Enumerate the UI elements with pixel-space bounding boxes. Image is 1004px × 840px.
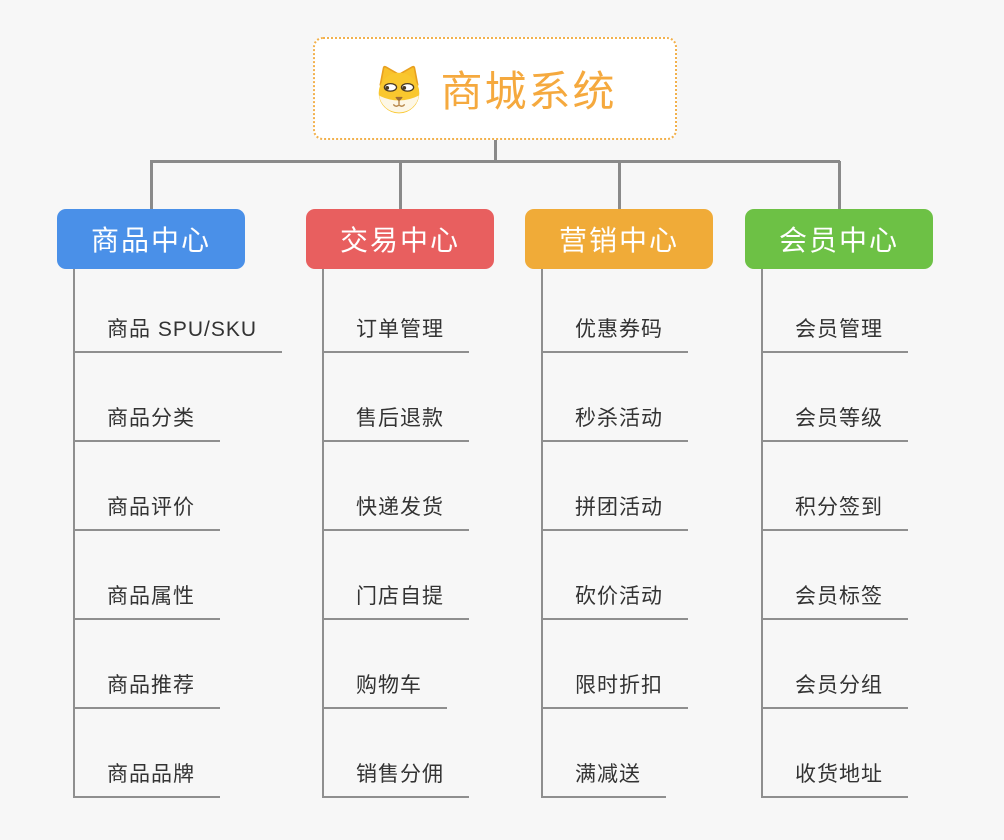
connector-branch-stub bbox=[398, 161, 402, 209]
leaf-node[interactable]: 优惠券码 bbox=[543, 315, 688, 353]
branch-node-marketing-center[interactable]: 营销中心 bbox=[525, 209, 713, 269]
connector-root-stub bbox=[493, 139, 497, 162]
leaf-node[interactable]: 商品评价 bbox=[75, 493, 220, 531]
leaf-node[interactable]: 商品推荐 bbox=[75, 671, 220, 709]
leaf-node[interactable]: 商品分类 bbox=[75, 404, 220, 442]
branch-node-product-center[interactable]: 商品中心 bbox=[57, 209, 245, 269]
leaf-node[interactable]: 会员等级 bbox=[763, 404, 908, 442]
leaf-node[interactable]: 收货地址 bbox=[763, 760, 908, 798]
leaf-node[interactable]: 会员管理 bbox=[763, 315, 908, 353]
leaf-node[interactable]: 满减送 bbox=[543, 760, 666, 798]
leaf-node[interactable]: 快递发货 bbox=[324, 493, 469, 531]
branch-children-product-center: 商品 SPU/SKU 商品分类 商品评价 商品属性 商品推荐 商品品牌 bbox=[73, 269, 283, 798]
root-title: 商城系统 bbox=[440, 68, 617, 115]
branch-children-member-center: 会员管理 会员等级 积分签到 会员标签 会员分组 收货地址 bbox=[761, 269, 908, 798]
leaf-node[interactable]: 积分签到 bbox=[763, 493, 908, 531]
leaf-node[interactable]: 订单管理 bbox=[324, 315, 469, 353]
leaf-node[interactable]: 商品品牌 bbox=[75, 760, 220, 798]
shiba-dog-icon bbox=[373, 63, 425, 115]
branch-node-trade-center[interactable]: 交易中心 bbox=[306, 209, 494, 269]
leaf-node[interactable]: 拼团活动 bbox=[543, 493, 688, 531]
leaf-node[interactable]: 秒杀活动 bbox=[543, 404, 688, 442]
connector-horizontal-bus bbox=[149, 160, 840, 163]
leaf-node[interactable]: 门店自提 bbox=[324, 582, 469, 620]
leaf-node[interactable]: 砍价活动 bbox=[543, 582, 688, 620]
branch-children-trade-center: 订单管理 售后退款 快递发货 门店自提 购物车 销售分佣 bbox=[322, 269, 469, 798]
connector-branch-stub bbox=[149, 161, 153, 209]
leaf-node[interactable]: 限时折扣 bbox=[543, 671, 688, 709]
leaf-node[interactable]: 售后退款 bbox=[324, 404, 469, 442]
connector-branch-stub bbox=[837, 161, 841, 209]
leaf-node[interactable]: 购物车 bbox=[324, 671, 447, 709]
leaf-node[interactable]: 会员分组 bbox=[763, 671, 908, 709]
branch-node-member-center[interactable]: 会员中心 bbox=[745, 209, 933, 269]
leaf-node[interactable]: 商品属性 bbox=[75, 582, 220, 620]
leaf-node[interactable]: 商品 SPU/SKU bbox=[75, 315, 283, 353]
branch-children-marketing-center: 优惠券码 秒杀活动 拼团活动 砍价活动 限时折扣 满减送 bbox=[541, 269, 688, 798]
root-node[interactable]: 商城系统 bbox=[313, 37, 677, 140]
leaf-node[interactable]: 会员标签 bbox=[763, 582, 908, 620]
connector-branch-stub bbox=[617, 161, 621, 209]
leaf-node[interactable]: 销售分佣 bbox=[324, 760, 469, 798]
